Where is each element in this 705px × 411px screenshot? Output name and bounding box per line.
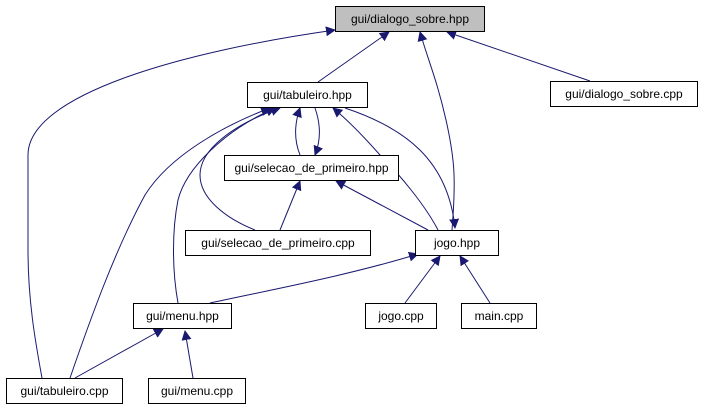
node-main-cpp[interactable]: main.cpp <box>461 303 537 329</box>
edge-jogo-cpp-to-jogo-hpp <box>404 255 441 304</box>
node-jogo-cpp[interactable]: jogo.cpp <box>365 303 437 329</box>
edge-tabuleiro-cpp-to-menu-hpp <box>74 328 164 379</box>
edge-jogo-hpp-to-selecao-hpp <box>335 180 429 231</box>
edge-menu-cpp-to-menu-hpp <box>181 330 194 379</box>
edge-tabuleiro-cpp-to-tabuleiro-hpp <box>69 106 271 379</box>
edge-tabuleiro-hpp-to-selecao-hpp <box>313 107 323 156</box>
node-gui-dialogo-sobre-cpp[interactable]: gui/dialogo_sobre.cpp <box>550 81 698 107</box>
edge-selecao-hpp-to-tabuleiro-hpp <box>292 107 302 156</box>
node-jogo-hpp[interactable]: jogo.hpp <box>415 230 499 256</box>
node-gui-tabuleiro-cpp[interactable]: gui/tabuleiro.cpp <box>6 378 123 404</box>
edge-main-cpp-to-jogo-hpp <box>459 255 491 304</box>
edge-tabuleiro-hpp-to-jogo-hpp <box>344 107 460 229</box>
edge-tabuleiro-hpp-to-dialogo-sobre-hpp <box>317 31 390 83</box>
edge-tabuleiro-cpp-to-dialogo-sobre-hpp <box>27 26 336 379</box>
node-gui-selecao-de-primeiro-hpp[interactable]: gui/selecao_de_primeiro.hpp <box>224 155 399 181</box>
node-gui-tabuleiro-hpp[interactable]: gui/tabuleiro.hpp <box>247 82 368 108</box>
edge-selecao-cpp-to-selecao-hpp <box>279 180 302 231</box>
node-gui-dialogo-sobre-hpp: gui/dialogo_sobre.hpp <box>335 6 485 32</box>
node-gui-menu-hpp[interactable]: gui/menu.hpp <box>133 303 232 329</box>
edge-dialogo-sobre-cpp-to-dialogo-sobre-hpp <box>446 30 591 82</box>
node-gui-selecao-de-primeiro-cpp[interactable]: gui/selecao_de_primeiro.cpp <box>185 230 371 256</box>
edge-menu-hpp-to-jogo-hpp <box>209 251 419 304</box>
node-gui-menu-cpp[interactable]: gui/menu.cpp <box>148 378 246 404</box>
edge-jogo-hpp-to-dialogo-sobre-hpp <box>417 31 455 231</box>
edge-menu-hpp-to-tabuleiro-hpp <box>173 107 276 304</box>
